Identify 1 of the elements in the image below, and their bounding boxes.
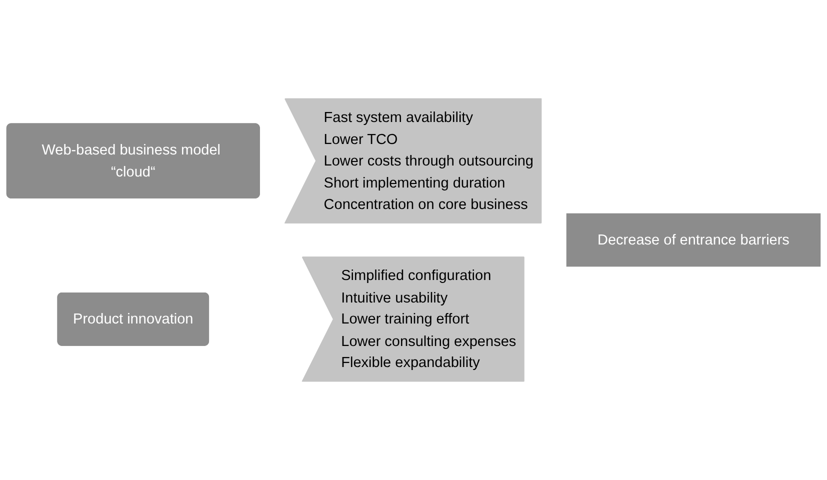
- node-box: Decrease of entrance barriers: [566, 213, 821, 267]
